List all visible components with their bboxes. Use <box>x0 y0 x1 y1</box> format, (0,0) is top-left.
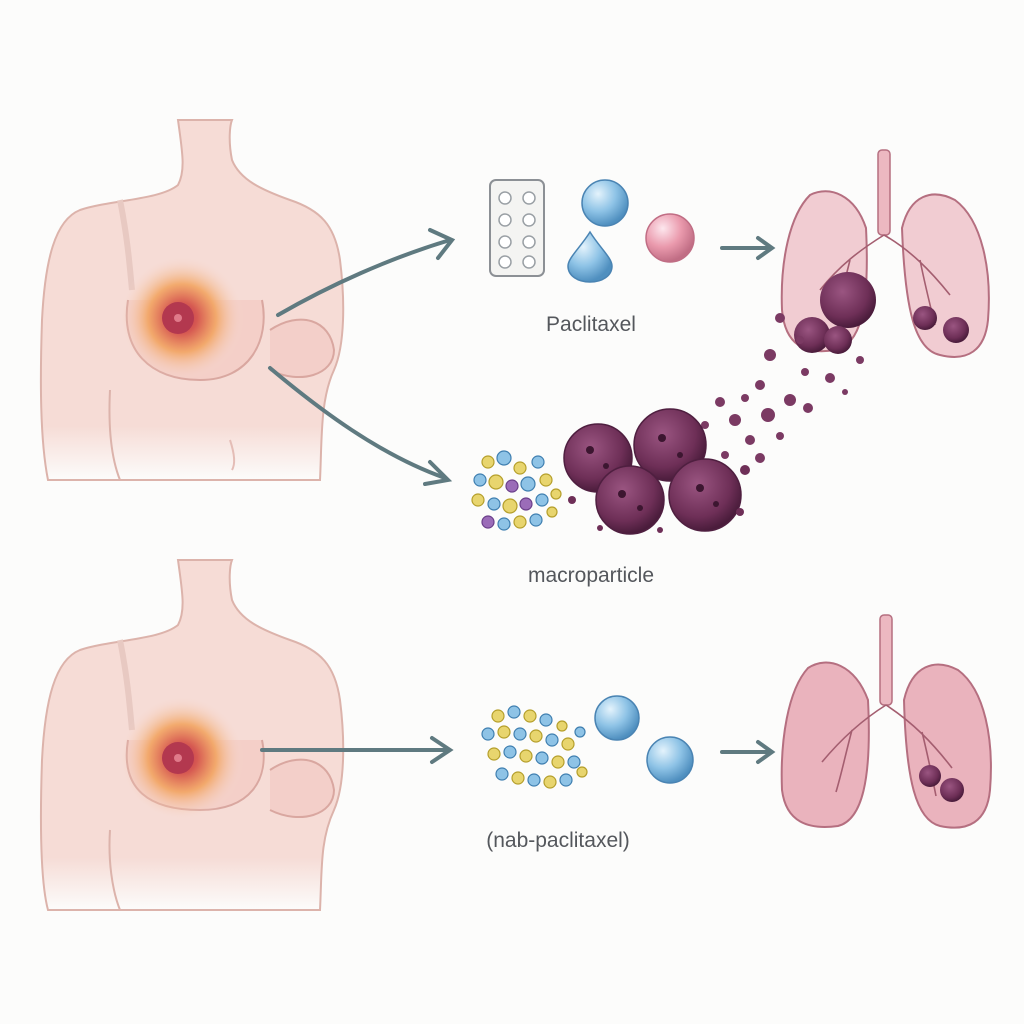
torso-top-icon <box>39 119 345 481</box>
lungs-top-icon <box>780 149 990 358</box>
torso-bottom-icon <box>39 559 345 911</box>
arrow-to-macroparticle <box>268 366 447 480</box>
arrows <box>260 228 776 764</box>
lungs-bottom-icon <box>780 614 992 829</box>
cell-debris-trail <box>697 313 864 463</box>
blue-droplet-icon <box>567 230 613 283</box>
pink-sphere-icon <box>645 213 695 263</box>
label-macroparticle: macroparticle <box>527 564 655 587</box>
nanoparticle-cluster-icon <box>471 450 562 531</box>
tumor-cell-aggregate-icon <box>563 408 750 535</box>
nab-blue-sphere-1-icon <box>594 695 640 741</box>
blue-sphere-icon <box>581 179 629 227</box>
label-paclitaxel: Paclitaxel <box>546 313 636 336</box>
label-nab-paclitaxel: (nab-paclitaxel) <box>486 829 630 852</box>
arrow-to-paclitaxel <box>276 238 452 317</box>
nab-nanoparticle-cluster-icon <box>481 705 588 789</box>
pill-blister-pack-icon <box>489 179 545 277</box>
nab-blue-sphere-2-icon <box>646 736 694 784</box>
